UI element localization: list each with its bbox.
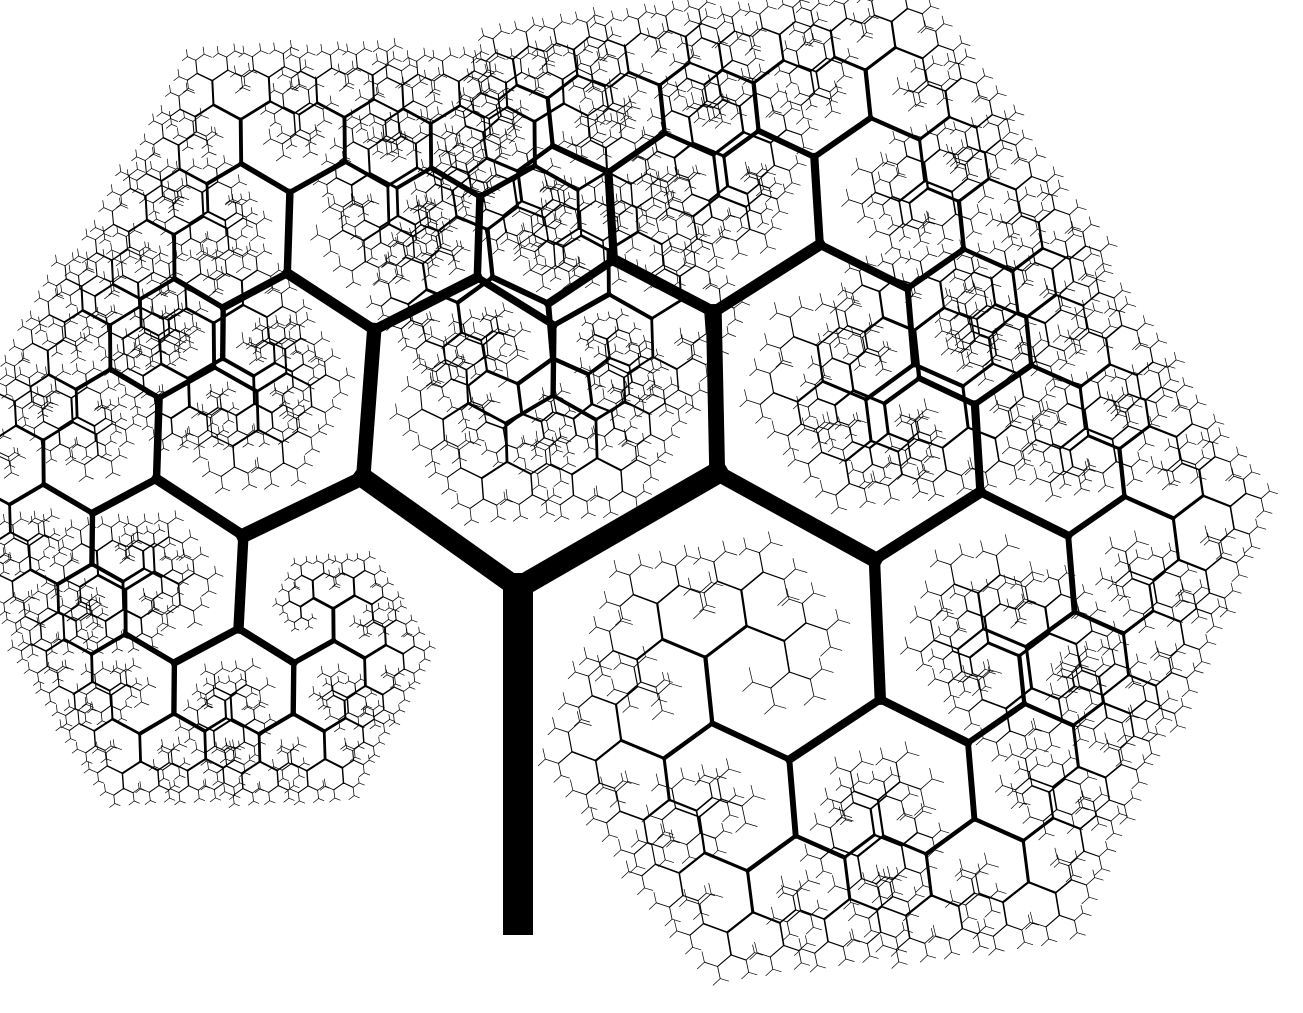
tree-branch-layer [233, 322, 382, 546]
tree-branch-layer [542, 152, 1074, 766]
tree-branch-layer [0, 0, 1279, 986]
tree-branch-layer [705, 303, 886, 571]
tree-branch-layer [380, 0, 1262, 968]
tree-branch-layer [371, 0, 1270, 980]
tree-branch-layer [6, 115, 655, 737]
tree-branch-layer [488, 113, 1129, 839]
tree-branch-layer [606, 236, 989, 706]
tree-branch-layer [349, 463, 532, 602]
tree-branch-layer [0, 74, 707, 775]
tree-branch-layer [0, 97, 683, 763]
tree-branch-layer [502, 457, 733, 604]
tree-branch-layer [454, 67, 1177, 874]
tree-branch-layer [424, 45, 1206, 914]
tree-branch-layer [149, 266, 485, 634]
tree-branch-layer [87, 188, 560, 669]
tree-branch-layer [0, 50, 735, 796]
tree-branch-layer [0, 45, 743, 804]
